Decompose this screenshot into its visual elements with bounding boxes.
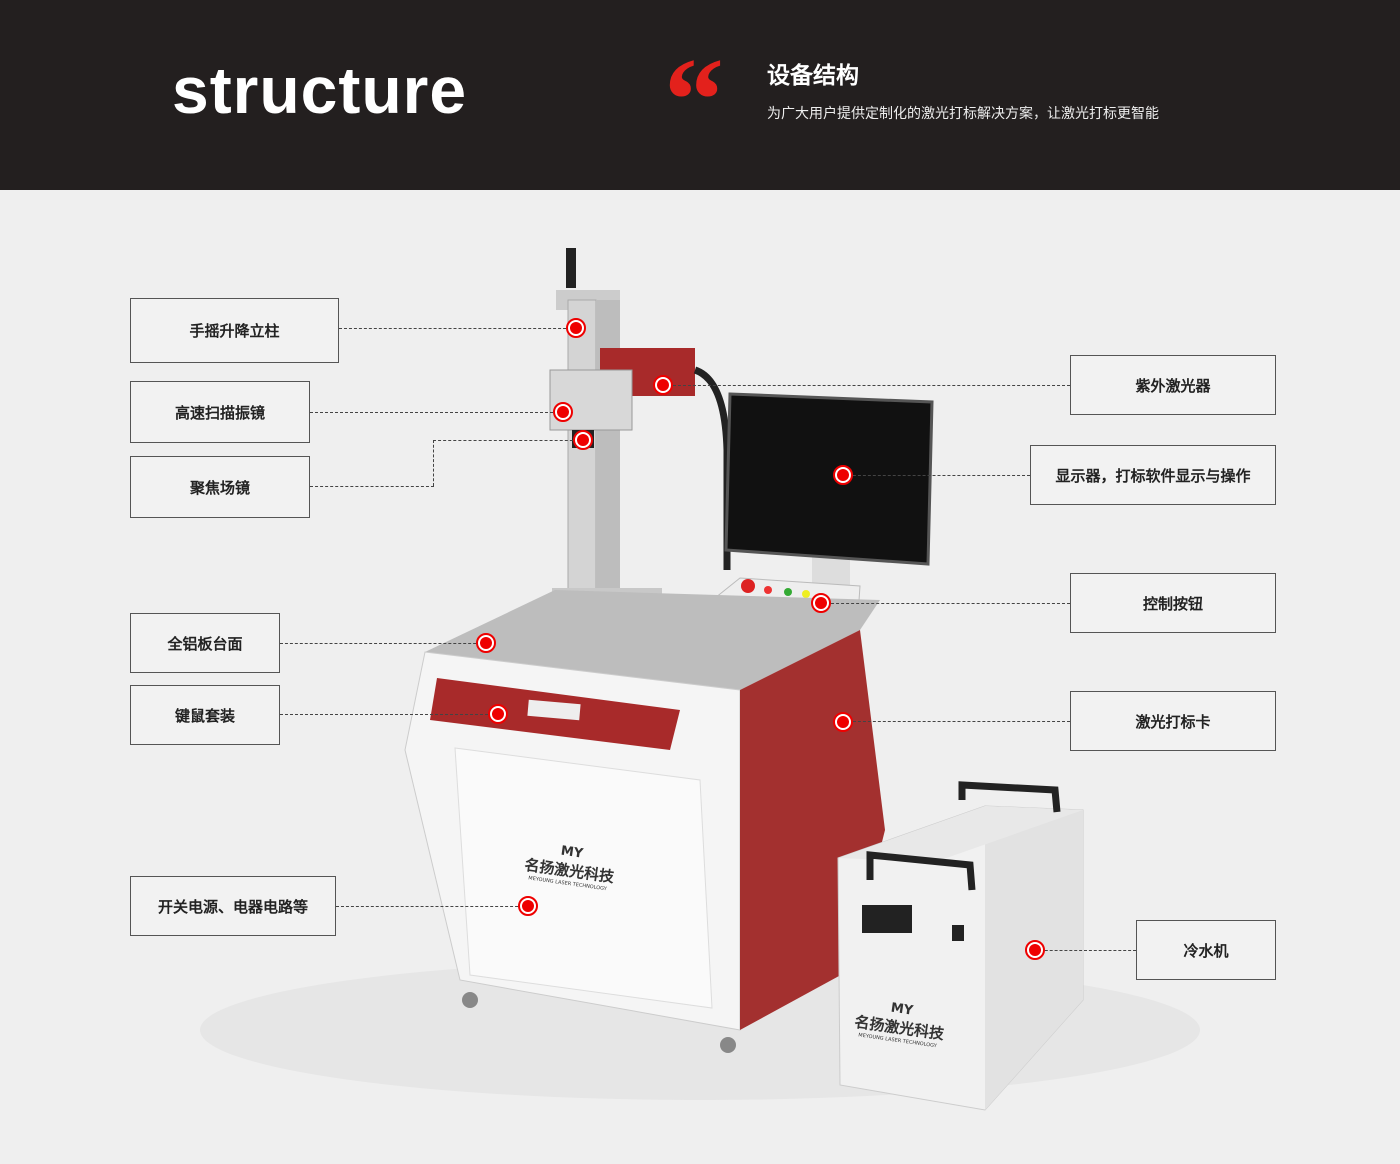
hotspot-chiller[interactable] bbox=[1025, 940, 1045, 960]
leader-line bbox=[339, 328, 576, 329]
title-en: structure bbox=[172, 53, 468, 127]
hotspot-control-buttons[interactable] bbox=[811, 593, 831, 613]
label-monitor: 显示器，打标软件显示与操作 bbox=[1030, 445, 1276, 505]
quote-icon: “ bbox=[664, 33, 724, 166]
leader-line bbox=[843, 721, 1070, 722]
leader-line bbox=[843, 475, 1030, 476]
label-galvo: 高速扫描振镜 bbox=[130, 381, 310, 443]
leader-line bbox=[433, 440, 583, 441]
label-keyboard-mouse: 键鼠套装 bbox=[130, 685, 280, 745]
leader-line bbox=[280, 643, 486, 644]
leader-line bbox=[280, 714, 498, 715]
hotspot-power[interactable] bbox=[518, 896, 538, 916]
label-table: 全铝板台面 bbox=[130, 613, 280, 673]
structure-diagram: MY 名扬激光科技 MEYOUNG LASER TECHNOLOGY MY 名扬… bbox=[0, 190, 1400, 1164]
label-lift-column: 手摇升降立柱 bbox=[130, 298, 339, 363]
hotspot-keyboard-mouse[interactable] bbox=[488, 704, 508, 724]
leader-line bbox=[663, 385, 1070, 386]
hotspot-galvo[interactable] bbox=[553, 402, 573, 422]
leader-line bbox=[433, 440, 434, 486]
hotspot-lift-column[interactable] bbox=[566, 318, 586, 338]
leader-line bbox=[310, 486, 434, 487]
title-cn: 设备结构 bbox=[767, 63, 859, 89]
leader-line bbox=[1035, 950, 1136, 951]
laser-machine-illustration bbox=[200, 248, 1200, 1111]
monitor-shape bbox=[724, 392, 934, 566]
label-power: 开关电源、电器电路等 bbox=[130, 876, 336, 936]
label-field-lens: 聚焦场镜 bbox=[130, 456, 310, 518]
label-chiller: 冷水机 bbox=[1136, 920, 1276, 980]
label-uv-laser: 紫外激光器 bbox=[1070, 355, 1276, 415]
hotspot-field-lens[interactable] bbox=[573, 430, 593, 450]
subtitle: 为广大用户提供定制化的激光打标解决方案，让激光打标更智能 bbox=[767, 106, 1159, 122]
hotspot-monitor[interactable] bbox=[833, 465, 853, 485]
label-control-buttons: 控制按钮 bbox=[1070, 573, 1276, 633]
label-marking-card: 激光打标卡 bbox=[1070, 691, 1276, 751]
hotspot-table[interactable] bbox=[476, 633, 496, 653]
leader-line bbox=[821, 603, 1070, 604]
leader-line bbox=[336, 906, 528, 907]
hotspot-marking-card[interactable] bbox=[833, 712, 853, 732]
header-banner: structure “ 设备结构 为广大用户提供定制化的激光打标解决方案，让激光… bbox=[0, 0, 1400, 190]
hotspot-uv-laser[interactable] bbox=[653, 375, 673, 395]
crank-handle bbox=[566, 248, 576, 288]
leader-line bbox=[310, 412, 563, 413]
